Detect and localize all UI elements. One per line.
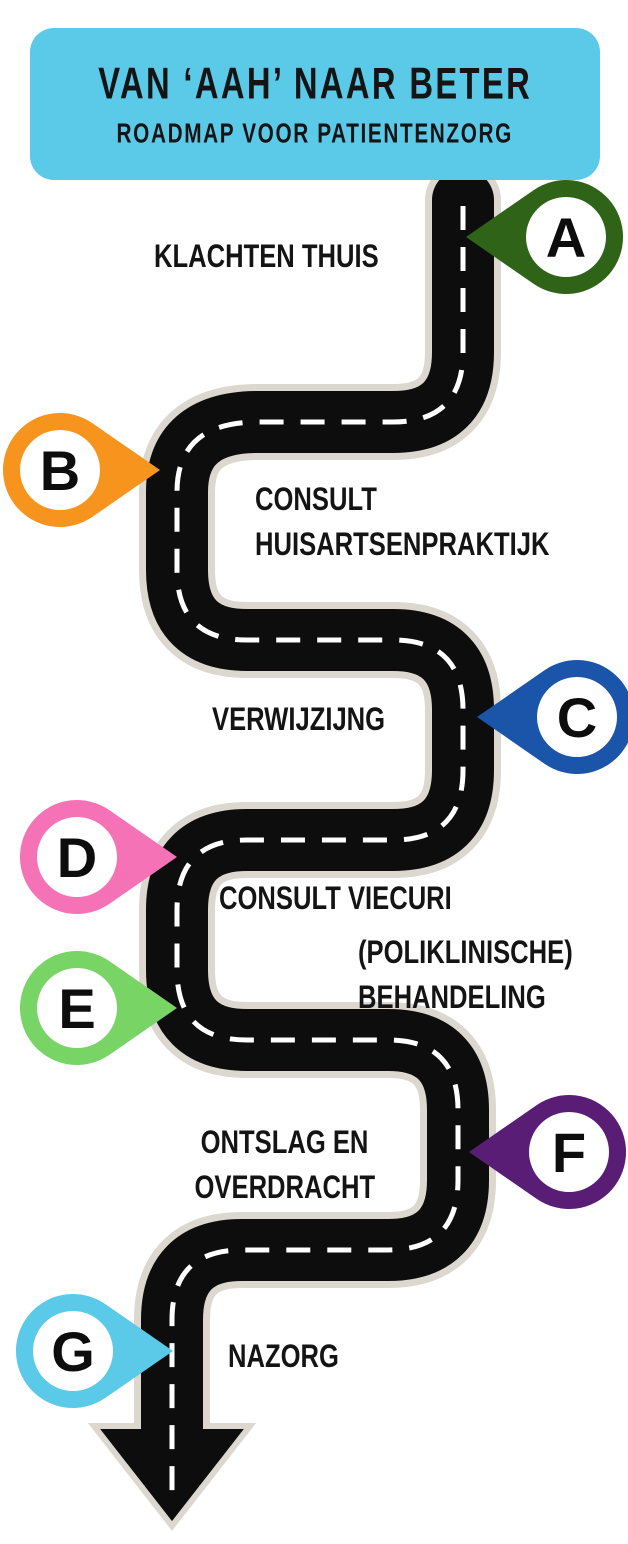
marker-c: C bbox=[477, 660, 628, 774]
marker-a: A bbox=[466, 180, 624, 294]
label-poliklinische-behandeling: (POLIKLINISCHE) BEHANDELING bbox=[358, 934, 573, 1015]
road-center-dashes bbox=[169, 206, 466, 1497]
page-subtitle: ROADMAP VOOR PATIENTENZORG bbox=[116, 116, 514, 149]
pin-letter-a: A bbox=[546, 206, 586, 269]
marker-d: D bbox=[19, 800, 178, 914]
label-verwijzijng: VERWIJZIJNG bbox=[212, 701, 386, 737]
pin-letter-c: C bbox=[557, 686, 597, 749]
label-nazorg: NAZORG bbox=[228, 1338, 339, 1374]
pin-letter-g: G bbox=[51, 1320, 95, 1383]
label-consult-viecuri: CONSULT VIECURI bbox=[219, 880, 452, 916]
marker-e: E bbox=[19, 951, 178, 1065]
label-ontslag-en-overdracht: ONTSLAG EN OVERDRACHT bbox=[194, 1124, 376, 1205]
pin-letter-d: D bbox=[57, 826, 97, 889]
pin-inner-circle-c bbox=[537, 677, 617, 757]
pin-inner-circle-e bbox=[37, 968, 117, 1048]
pin-letter-f: F bbox=[552, 1121, 586, 1184]
pin-letter-b: B bbox=[40, 439, 80, 502]
pin-inner-circle-f bbox=[529, 1112, 609, 1192]
marker-b: B bbox=[2, 413, 161, 527]
marker-f: F bbox=[469, 1095, 627, 1209]
pin-inner-circle-d bbox=[37, 817, 117, 897]
label-consult-huisartsenpraktijk: CONSULT HUISARTSENPRAKTIJK bbox=[255, 481, 550, 562]
page-title: VAN ‘AAH’ NAAR BETER bbox=[98, 58, 532, 108]
header-banner: VAN ‘AAH’ NAAR BETER ROADMAP VOOR PATIEN… bbox=[30, 28, 600, 180]
pin-inner-circle-a bbox=[526, 197, 606, 277]
label-klachten-thuis: KLACHTEN THUIS bbox=[154, 238, 379, 274]
pin-inner-circle-g bbox=[33, 1311, 113, 1391]
pin-letter-e: E bbox=[58, 977, 95, 1040]
pin-inner-circle-b bbox=[20, 430, 100, 510]
marker-g: G bbox=[15, 1294, 174, 1408]
